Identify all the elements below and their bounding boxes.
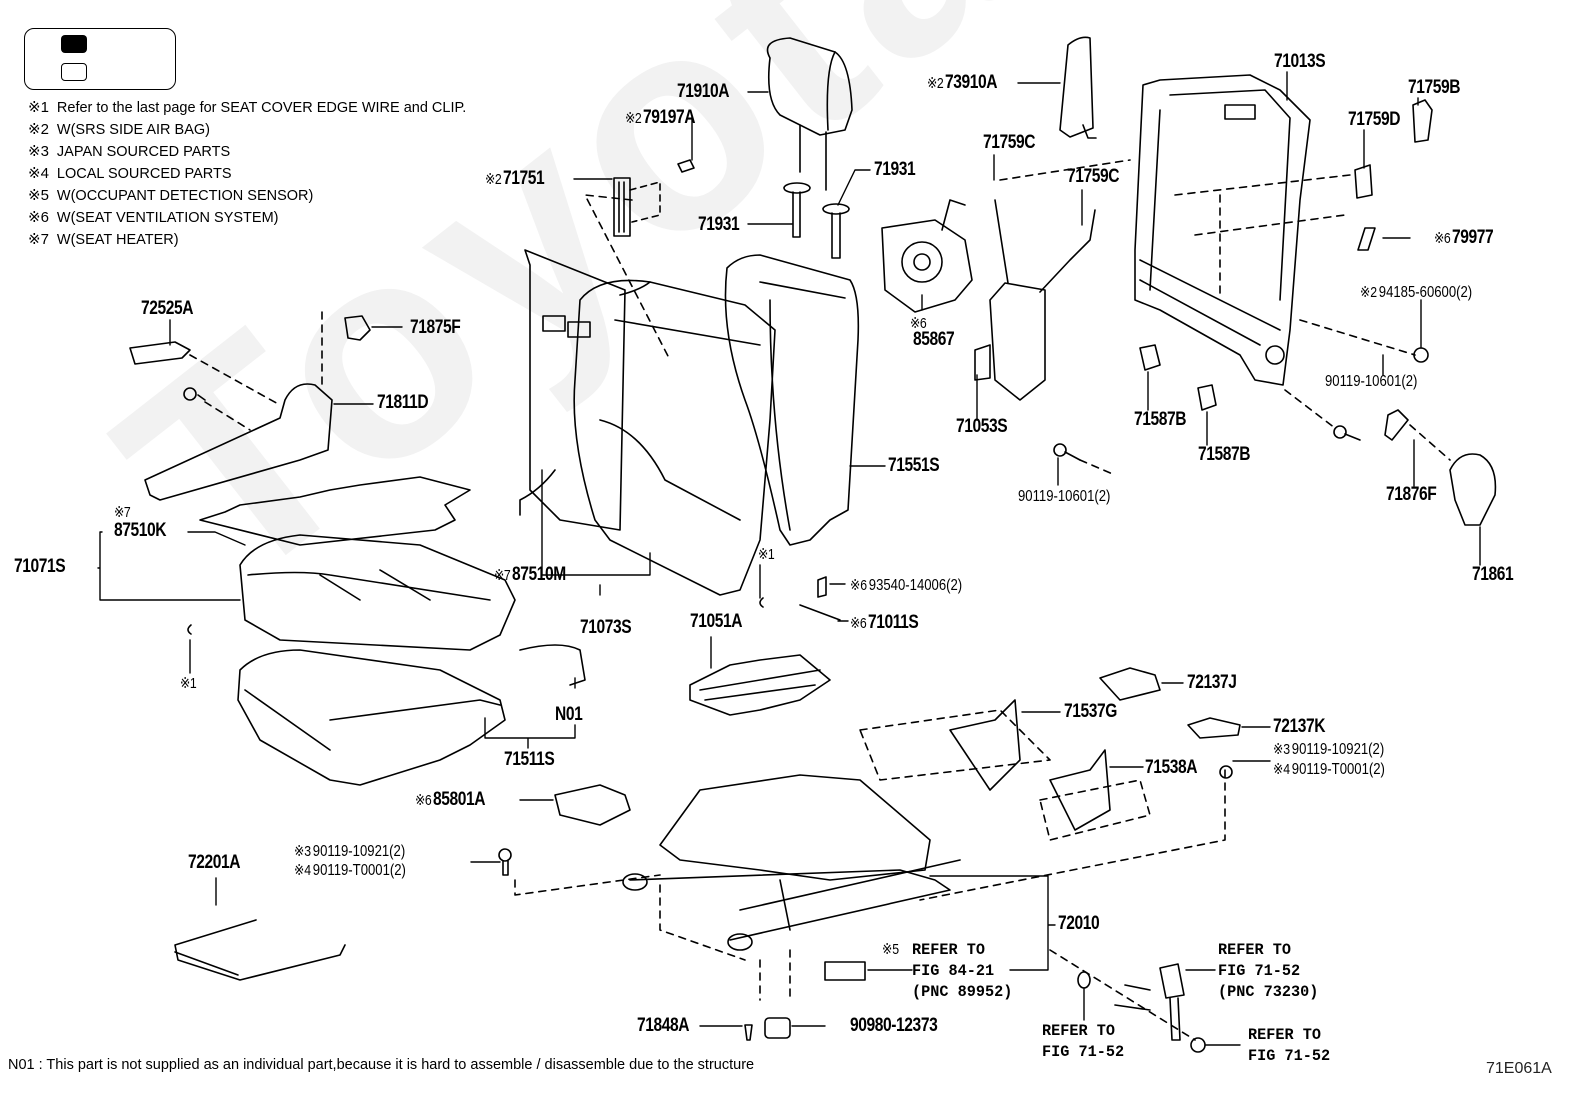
part-label-73910A[interactable]: ※273910A (927, 72, 998, 93)
part-label-71875F[interactable]: 71875F (410, 317, 461, 338)
ventilation-fan-part (881, 199, 973, 313)
part-label-85867-mark[interactable]: ※6 (910, 315, 927, 332)
part-label-71011S[interactable]: ※671011S (850, 612, 919, 633)
part-label-71073S[interactable]: 71073S (580, 617, 632, 638)
part-label-71811D[interactable]: 71811D (377, 392, 429, 413)
part-label-71537G[interactable]: 71537G (1064, 701, 1117, 722)
clip-parts (187, 576, 841, 635)
ref-fig-71-52-nut[interactable]: REFER TO FIG 71-52 (1248, 1026, 1331, 1065)
part-label-71751[interactable]: ※271751 (485, 168, 545, 189)
armrest-parts (129, 311, 371, 501)
bolt-parts (498, 319, 1429, 896)
right-side-small-parts (1139, 99, 1497, 526)
part-label-71071S[interactable]: 71071S (14, 556, 66, 577)
headrest-part (766, 37, 853, 191)
seatback-pad-part (724, 254, 860, 546)
part-label-71861[interactable]: 71861 (1472, 564, 1514, 585)
side-airbag-part (1059, 36, 1097, 139)
seat-back-frame-part (1134, 74, 1311, 386)
seat-cushion-cover-part (239, 534, 516, 651)
seat-adjuster-part (622, 774, 961, 1001)
headrest-support-parts (783, 182, 850, 259)
part-label-71551S[interactable]: 71551S (888, 455, 940, 476)
part-label-71051A[interactable]: 71051A (690, 611, 743, 632)
part-label-71931-right[interactable]: 71931 (874, 159, 916, 180)
lumbar-plate-part (974, 159, 1131, 401)
part-label-71511S[interactable]: 71511S (504, 749, 555, 770)
part-label-71910A[interactable]: 71910A (677, 81, 730, 102)
part-label-72525A[interactable]: 72525A (141, 298, 194, 319)
ref-fig-71-52-washer[interactable]: REFER TO FIG 71-52 (1042, 1022, 1125, 1061)
part-label-71587B-lower[interactable]: 71587B (1198, 444, 1251, 465)
part-label-71587B-upper[interactable]: 71587B (1134, 409, 1187, 430)
ref-fig-84-21[interactable]: REFER TO FIG 84-21 (PNC 89952) (912, 941, 1013, 1001)
seat-cushion-pad-part (237, 644, 586, 786)
figure-id: 71E061A (1486, 1060, 1552, 1077)
part-label-85867[interactable]: 85867 (913, 329, 955, 350)
ref-fig-71-52-buckle[interactable]: REFER TO FIG 71-52 (PNC 73230) (1218, 941, 1319, 1001)
part-label-79197A[interactable]: ※279197A (625, 107, 696, 128)
legend-empty-rectangle-icon (61, 63, 87, 81)
edge-wire-part (174, 919, 346, 981)
seatback-cover-part (519, 249, 776, 596)
part-label-79977[interactable]: ※679977 (1434, 227, 1494, 248)
part-label-71053S[interactable]: 71053S (956, 416, 1008, 437)
part-label-87510K[interactable]: 87510K (114, 520, 167, 541)
part-label-72201A[interactable]: 72201A (188, 852, 241, 873)
part-label-90119-10601-center[interactable]: 90119-10601(2) (1018, 488, 1111, 505)
legend-box (24, 28, 176, 90)
part-label-71848A[interactable]: 71848A (637, 1015, 690, 1036)
part-label-71759B[interactable]: 71759B (1408, 77, 1461, 98)
part-label-72137K[interactable]: 72137K (1273, 716, 1326, 737)
part-label-71759D[interactable]: 71759D (1348, 109, 1401, 130)
part-label-90119-10601-right[interactable]: 90119-10601(2) (1325, 373, 1418, 390)
part-label-87510K-mark[interactable]: ※7 (114, 504, 131, 521)
connector-parts (744, 961, 866, 1041)
part-label-71013S[interactable]: 71013S (1274, 51, 1326, 72)
part-label-72010[interactable]: 72010 (1058, 913, 1100, 934)
part-label-71759C-right[interactable]: 71759C (1067, 166, 1120, 187)
part-label-71538A[interactable]: 71538A (1145, 757, 1198, 778)
part-label-71759C-left[interactable]: 71759C (983, 132, 1036, 153)
legend-filled-rectangle-icon (61, 35, 87, 53)
part-label-clip-mark-left[interactable]: ※1 (180, 675, 197, 692)
ref-mark-84-21: ※5 (882, 941, 900, 958)
part-label-71931-left[interactable]: 71931 (698, 214, 740, 235)
seat-heater-mat-part (199, 476, 471, 546)
part-label-clip-mark-center[interactable]: ※1 (758, 546, 775, 563)
part-label-87510M[interactable]: ※787510M (494, 564, 566, 585)
part-label-90980-12373[interactable]: 90980-12373 (850, 1015, 938, 1036)
leader-lines (97, 71, 1481, 1046)
seat-spring-part (689, 654, 831, 716)
cushion-fan-part (554, 784, 631, 826)
part-label-N01[interactable]: N01 (555, 704, 583, 725)
part-label-71876F[interactable]: 71876F (1386, 484, 1437, 505)
n01-footnote: N01 : This part is not supplied as an in… (8, 1057, 755, 1073)
airbag-bracket-part (584, 159, 695, 361)
part-label-72137J[interactable]: 72137J (1187, 672, 1237, 693)
side-trim-parts (859, 667, 1241, 901)
part-label-85801A[interactable]: ※685801A (415, 789, 486, 810)
